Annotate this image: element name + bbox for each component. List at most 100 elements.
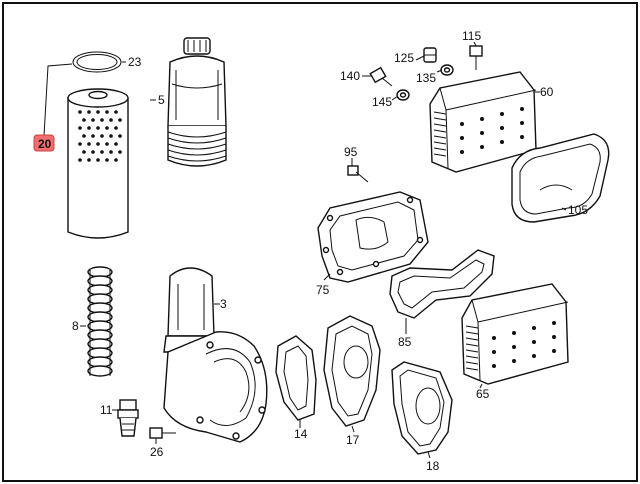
cooler-hole: [512, 359, 516, 363]
perforation-dot: [114, 126, 118, 130]
perforation-dot: [114, 158, 118, 162]
label-18: 18: [426, 459, 440, 473]
part-135-washer[interactable]: [440, 64, 454, 76]
label-17: 17: [346, 433, 360, 447]
part-5-filter-housing[interactable]: [167, 37, 227, 167]
cooler-fin: [433, 141, 447, 145]
perforation-dot: [87, 126, 91, 130]
cooler-fin: [465, 343, 479, 347]
label-5: 5: [158, 93, 165, 107]
label-75: 75: [316, 283, 330, 297]
part-65-oil-cooler[interactable]: [461, 283, 569, 385]
perforation-dot: [118, 118, 122, 122]
cooler-fin: [465, 361, 479, 365]
label-115: 115: [462, 29, 481, 43]
cooler-hole: [512, 345, 516, 349]
part-17-gasket[interactable]: [323, 315, 381, 427]
cooler-hole: [500, 112, 504, 116]
callout-labels: 23 20 5 140 145 125 135 115 60 95 105 75…: [38, 29, 588, 473]
label-105: 105: [568, 203, 588, 217]
cooler-hole: [520, 107, 524, 111]
part-26-bolt[interactable]: [149, 427, 176, 439]
cooler-hole: [520, 121, 524, 125]
perforation-dot: [82, 150, 86, 154]
perforation-dot: [91, 150, 95, 154]
perforation-dot: [100, 118, 104, 122]
perforation-dot: [100, 134, 104, 138]
cooler-fin: [465, 355, 479, 359]
part-140-sensor[interactable]: [369, 66, 393, 87]
label-26: 26: [150, 445, 164, 459]
cooler-fin: [465, 331, 479, 335]
spring-coil: [87, 365, 113, 377]
perforation-dot: [96, 126, 100, 130]
perforation-dot: [82, 134, 86, 138]
label-8: 8: [72, 319, 79, 333]
perforation-dot: [118, 150, 122, 154]
part-8-spring[interactable]: [87, 266, 113, 377]
perforation-dot: [87, 142, 91, 146]
leader-lines: [80, 41, 567, 459]
label-135: 135: [416, 71, 436, 85]
perforation-dot: [109, 118, 113, 122]
cooler-hole: [552, 335, 556, 339]
cooler-hole: [500, 126, 504, 130]
perforation-dot: [109, 134, 113, 138]
label-85: 85: [398, 335, 412, 349]
part-60-oil-cooler[interactable]: [429, 71, 537, 173]
perforation-dot: [96, 142, 100, 146]
cooler-hole: [532, 354, 536, 358]
perforation-dot: [78, 126, 82, 130]
perforation-dot: [105, 142, 109, 146]
cooler-hole: [532, 340, 536, 344]
part-3-filter-base-housing[interactable]: [163, 267, 268, 443]
part-95-bolt[interactable]: [347, 165, 369, 183]
part-115-bolt[interactable]: [469, 45, 483, 70]
cooler-hole: [532, 326, 536, 330]
label-11: 11: [100, 403, 113, 417]
label-125: 125: [394, 51, 414, 65]
perforation-dot: [78, 110, 82, 114]
cooler-fin: [433, 153, 447, 157]
cooler-hole: [512, 331, 516, 335]
cooler-fin: [433, 117, 447, 121]
cooler-hole: [500, 140, 504, 144]
label-23: 23: [128, 55, 142, 69]
cooler-fin: [465, 337, 479, 341]
perforation-dot: [91, 134, 95, 138]
part-85-gasket[interactable]: [389, 249, 495, 319]
cooler-fin: [465, 367, 479, 371]
part-75-cover-plate[interactable]: [317, 191, 429, 283]
part-20-filter-element[interactable]: [67, 88, 129, 239]
cooler-fin: [433, 111, 447, 115]
perforation-dot: [96, 110, 100, 114]
part-145-washer[interactable]: [396, 89, 410, 101]
perforation-dot: [114, 142, 118, 146]
perforation-dot: [109, 150, 113, 154]
part-11-valve[interactable]: [117, 399, 139, 437]
cooler-hole: [480, 131, 484, 135]
spring-core: [89, 270, 111, 376]
label-60: 60: [540, 85, 554, 99]
cooler-hole: [552, 349, 556, 353]
part-23-o-ring[interactable]: [72, 51, 122, 73]
cooler-fin: [465, 349, 479, 353]
perforation-dot: [114, 110, 118, 114]
part-20-highlight-badge[interactable]: [33, 134, 55, 152]
perforation-dot: [78, 158, 82, 162]
part-18-gasket[interactable]: [391, 361, 453, 455]
perforation-dot: [105, 110, 109, 114]
part-14-gasket[interactable]: [275, 335, 317, 421]
cooler-hole: [492, 364, 496, 368]
cooler-fin: [433, 135, 447, 139]
cooler-hole: [492, 336, 496, 340]
cooler-hole: [552, 321, 556, 325]
cooler-hole: [460, 150, 464, 154]
label-20: 20: [38, 137, 52, 151]
cooler-fin: [465, 325, 479, 329]
cooler-fin: [433, 123, 447, 127]
label-65: 65: [476, 387, 490, 401]
part-125-plug[interactable]: [423, 47, 437, 63]
part-105-gasket[interactable]: [511, 133, 610, 223]
